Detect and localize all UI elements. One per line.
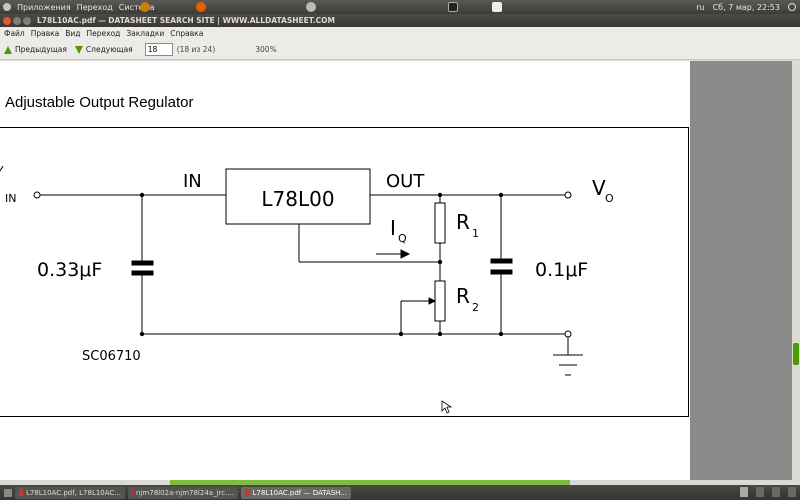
iq-subscript: Q <box>398 232 407 245</box>
zoom-level[interactable]: 300% <box>255 45 277 54</box>
workspace-1-icon[interactable] <box>756 487 764 497</box>
r1-label: R <box>456 210 470 234</box>
top-panel: Приложения Переход Система ru Сб, 7 мар,… <box>0 0 800 14</box>
launcher-gear-icon[interactable] <box>306 2 316 12</box>
maximize-window-icon[interactable] <box>23 16 31 25</box>
panel-menu-applications[interactable]: Приложения <box>17 2 71 12</box>
next-page-button[interactable]: Следующая <box>85 45 133 54</box>
power-icon[interactable] <box>788 3 796 11</box>
r2-label: R <box>456 284 470 308</box>
pdf-icon <box>19 489 23 496</box>
document-view[interactable]: Adjustable Output Regulator <box>0 61 792 481</box>
junction-adj <box>437 259 443 265</box>
bottom-taskbar: L78L10AC.pdf, L78L10AC... njm78l02a-njm7… <box>0 485 800 500</box>
vout-subscript: O <box>605 192 614 205</box>
page-count: (18 из 24) <box>176 45 216 54</box>
in-pin-label: IN <box>183 171 202 192</box>
ic-label: L78L00 <box>261 187 334 211</box>
r2-subscript: 2 <box>472 301 479 314</box>
cin-label: 0.33μF <box>37 259 102 281</box>
toolbar: Предыдущая Следующая (18 из 24) 300% <box>0 40 800 60</box>
ground-terminal <box>564 330 572 338</box>
vin-label: IN <box>5 192 16 205</box>
cout-plate-top <box>490 258 513 264</box>
launcher-firefox-icon[interactable] <box>196 2 206 12</box>
cin-plate-top <box>131 260 154 266</box>
circuit-figure-frame <box>0 127 689 417</box>
menu-bookmarks[interactable]: Закладки <box>126 29 165 38</box>
workspace-3-icon[interactable] <box>788 487 796 497</box>
taskbar-item-label: L78L10AC.pdf, L78L10AC... <box>25 488 121 497</box>
vin-tick <box>0 165 4 172</box>
input-terminal <box>33 191 41 199</box>
horizontal-scroll-thumb[interactable] <box>170 480 570 485</box>
vertical-scroll-thumb[interactable] <box>793 343 799 365</box>
mouse-cursor-icon <box>441 400 453 414</box>
junction-out-cap <box>498 192 504 198</box>
taskbar-item-2[interactable]: njm78l02a-njm78l24a_jrc.... <box>128 486 238 499</box>
pdf-page: Adjustable Output Regulator <box>0 61 690 481</box>
page-number-input[interactable] <box>144 43 173 56</box>
taskbar-item-3[interactable]: L78L10AC.pdf — DATASH... <box>241 486 351 499</box>
vertical-scrollbar[interactable] <box>792 61 800 481</box>
cout-plate-bottom <box>490 269 513 275</box>
cout-label: 0.1μF <box>535 259 588 281</box>
close-window-icon[interactable] <box>3 16 11 25</box>
circuit-diagram: L78L00 IN OUT IN V O I Q R 1 R 2 0.33μF … <box>0 165 614 414</box>
r1-subscript: 1 <box>472 227 479 240</box>
section-heading: Adjustable Output Regulator <box>5 94 194 111</box>
menu-go[interactable]: Переход <box>86 29 121 38</box>
minimize-window-icon[interactable] <box>13 16 21 25</box>
launcher-help-icon[interactable] <box>140 2 150 12</box>
taskbar-tray <box>740 487 796 497</box>
taskbar-item-label: njm78l02a-njm78l24a_jrc.... <box>136 488 234 497</box>
junction-gnd-wiper <box>398 331 404 337</box>
output-terminal <box>564 191 572 199</box>
arrow-down-icon[interactable] <box>74 45 83 54</box>
menu-file[interactable]: Файл <box>4 29 25 38</box>
gnome-foot-icon[interactable] <box>3 3 11 11</box>
junction-gnd-cap <box>498 331 504 337</box>
r1-body <box>434 202 446 244</box>
junction-out-r1 <box>437 192 443 198</box>
menu-view[interactable]: Вид <box>65 29 81 38</box>
workspace-2-icon[interactable] <box>772 487 780 497</box>
window-title: L78L10AC.pdf — DATASHEET SEARCH SITE | W… <box>37 16 335 25</box>
prev-page-button[interactable]: Предыдущая <box>15 45 67 54</box>
junction-in <box>139 192 145 198</box>
pdf-icon <box>132 489 134 496</box>
figure-code: SC06710 <box>82 349 141 364</box>
junction-gnd-cin <box>139 331 145 337</box>
menubar: Файл Правка Вид Переход Закладки Справка <box>0 27 800 40</box>
arrow-up-icon[interactable] <box>4 45 12 54</box>
iq-label: I <box>390 216 396 240</box>
keyboard-layout-indicator[interactable]: ru <box>696 2 705 12</box>
regulator-ic-box <box>225 168 371 225</box>
vout-label: V <box>592 176 606 200</box>
taskbar-item-label: L78L10AC.pdf — DATASH... <box>252 488 348 497</box>
panel-clock[interactable]: Сб, 7 мар, 22:53 <box>712 2 780 12</box>
out-pin-label: OUT <box>386 171 425 192</box>
panel-menu-system[interactable]: Система <box>118 2 155 12</box>
show-desktop-icon[interactable] <box>4 488 12 497</box>
cin-plate-bottom <box>131 270 154 276</box>
launcher-editor-icon[interactable] <box>492 2 502 12</box>
menu-edit[interactable]: Правка <box>30 29 60 38</box>
panel-menu-places[interactable]: Переход <box>76 2 113 12</box>
window-title-bar[interactable]: L78L10AC.pdf — DATASHEET SEARCH SITE | W… <box>0 14 800 27</box>
menu-help[interactable]: Справка <box>170 29 204 38</box>
r2-body <box>434 280 446 322</box>
junction-gnd-r2 <box>437 331 443 337</box>
r2-wiper-arrow <box>428 297 437 305</box>
horizontal-scrollbar[interactable] <box>0 480 792 485</box>
iq-arrow-head <box>400 249 411 259</box>
trash-icon[interactable] <box>740 487 748 497</box>
pdf-icon <box>245 489 250 496</box>
launcher-terminal-icon[interactable] <box>448 2 458 12</box>
taskbar-item-1[interactable]: L78L10AC.pdf, L78L10AC... <box>15 486 125 499</box>
